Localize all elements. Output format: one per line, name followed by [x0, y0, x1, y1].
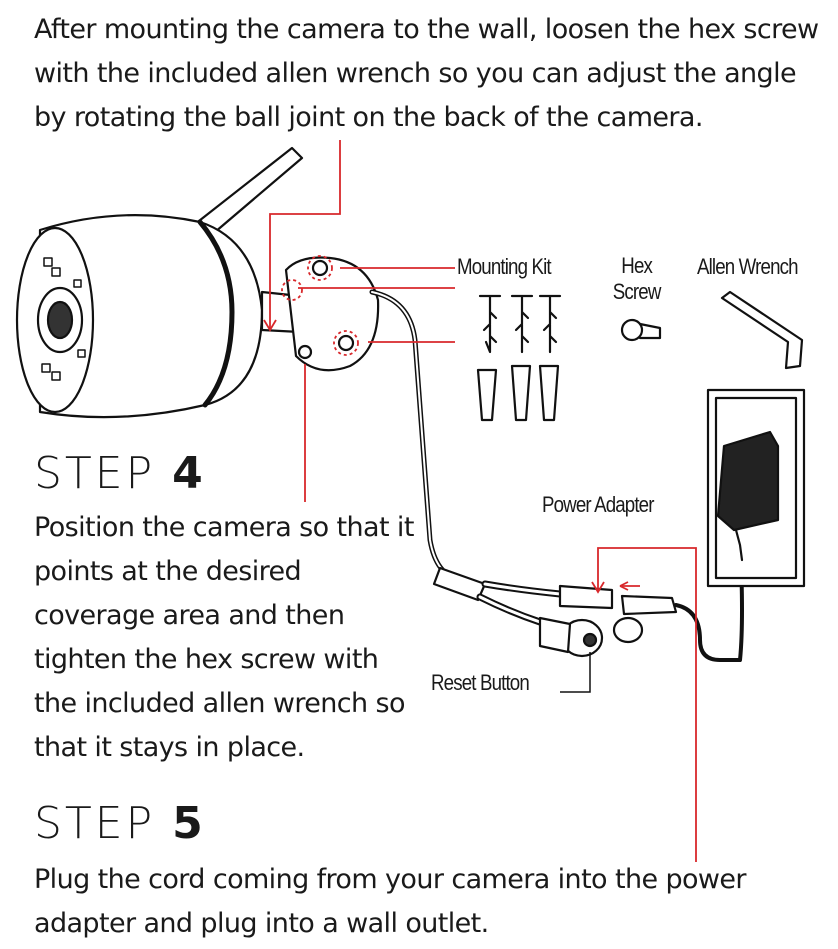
step4-heading: STEP 4 [34, 448, 203, 499]
hex-screw-label: Hex Screw [612, 253, 662, 305]
step4-number: 4 [172, 448, 203, 499]
wall-mount-base [284, 256, 380, 372]
step5-text: Plug the cord coming from your camera in… [34, 864, 747, 939]
allen-wrench-label: Allen Wrench [697, 254, 799, 279]
reset-button-label: Reset Button [431, 670, 530, 695]
step4-text: Position the camera so that it points at… [34, 512, 414, 763]
callout-ball-joint [269, 140, 341, 330]
step4-label: STEP [34, 448, 156, 499]
hex-screw-label-line1: Hex [621, 253, 653, 278]
step5-number: 5 [172, 798, 203, 849]
callout-step5 [597, 547, 697, 862]
step5-heading: STEP 5 [34, 798, 203, 849]
power-adapter-label: Power Adapter [542, 492, 654, 517]
intro-text: After mounting the camera to the wall, l… [34, 14, 819, 133]
mounting-screws [478, 294, 562, 354]
dc-jack [558, 584, 614, 610]
wall-anchors [476, 364, 560, 422]
hex-screw-label-line2: Screw [612, 279, 662, 304]
allen-wrench [720, 290, 804, 370]
mounting-kit-label: Mounting Kit [457, 254, 552, 279]
hex-screw [620, 318, 662, 342]
adapter-plug [620, 594, 678, 616]
step5-label: STEP [34, 798, 156, 849]
power-adapter [716, 430, 780, 532]
